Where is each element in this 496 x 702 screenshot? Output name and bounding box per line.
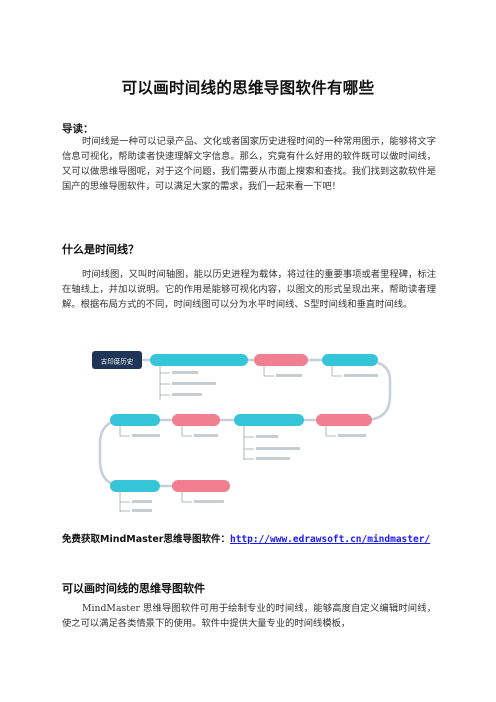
download-line: 免费获取MindMaster思维导图软件：http://www.edrawsof… — [62, 531, 442, 545]
timeline-branches — [119, 492, 192, 512]
timeline-branch-text — [132, 500, 224, 512]
download-label: 免费获取MindMaster思维导图软件： — [62, 534, 230, 545]
timeline-branch-text — [132, 434, 366, 460]
lead-text: 时间线是一种可以记录产品、文化或者国家历史进程时间的一种常用图示，能够将文字信息… — [62, 136, 436, 192]
timeline-node — [150, 354, 248, 366]
section-heading-software: 可以画时间线的思维导图软件 — [62, 582, 205, 595]
section1-paragraph: 时间线图，又叫时间轴图，能以历史进程为载体，将过往的重要事项或者里程碑，标注在轴… — [62, 267, 436, 312]
timeline-node — [110, 414, 160, 426]
section-heading-what-is-timeline: 什么是时间线？ — [62, 243, 139, 256]
timeline-node — [234, 414, 304, 426]
timeline-node — [110, 480, 160, 492]
timeline-diagram: 古印度历史 — [92, 351, 392, 512]
timeline-node — [172, 414, 220, 426]
timeline-figure: 古印度历史 — [90, 340, 408, 522]
timeline-node — [316, 414, 372, 426]
lead-heading: 导读： — [62, 123, 94, 135]
download-link[interactable]: http://www.edrawsoft.cn/mindmaster/ — [229, 534, 431, 545]
lead-paragraph: 时间线是一种可以记录产品、文化或者国家历史进程时间的一种常用图示，能够将文字信息… — [62, 134, 436, 194]
timeline-node — [254, 354, 308, 366]
page-title: 可以画时间线的思维导图软件有哪些 — [121, 79, 375, 97]
timeline-branches — [159, 366, 342, 400]
timeline-root-node — [92, 351, 142, 369]
section1-text: 时间线图，又叫时间轴图，能以历史进程为载体，将过往的重要事项或者里程碑，标注在轴… — [62, 269, 436, 310]
timeline-branches — [119, 426, 336, 460]
section2-paragraph: MindMaster 思维导图软件可用于绘制专业的时间线，能够高度自定义编辑时间… — [62, 601, 436, 631]
timeline-node — [172, 480, 230, 492]
section2-text: MindMaster 思维导图软件可用于绘制专业的时间线，能够高度自定义编辑时间… — [62, 603, 436, 629]
timeline-branch-text — [172, 371, 378, 396]
timeline-root-label: 古印度历史 — [101, 357, 134, 366]
timeline-node — [322, 354, 378, 366]
